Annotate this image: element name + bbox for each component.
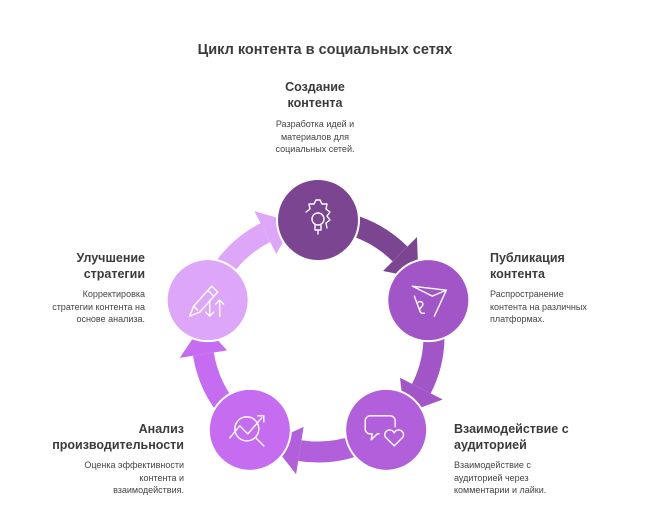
pencil-arrows-icon	[188, 285, 225, 317]
step-5-node	[165, 258, 250, 343]
step-2-node	[386, 258, 471, 343]
step-3-node	[344, 387, 429, 472]
step-1-circle	[276, 178, 360, 262]
step-1-node	[276, 178, 360, 262]
paper-plane-hand-icon	[411, 285, 448, 317]
step-4-circle	[207, 387, 292, 472]
step-3-circle	[344, 387, 429, 472]
diagram-title: Цикл контента в социальных сетях	[197, 42, 453, 58]
gear-lightbulb-icon	[305, 199, 331, 235]
step-5-circle	[165, 258, 250, 343]
chart-magnifier-icon	[229, 415, 265, 447]
chat-heart-icon	[364, 415, 405, 447]
step-2-circle	[386, 258, 471, 343]
step-4-node	[207, 387, 292, 472]
